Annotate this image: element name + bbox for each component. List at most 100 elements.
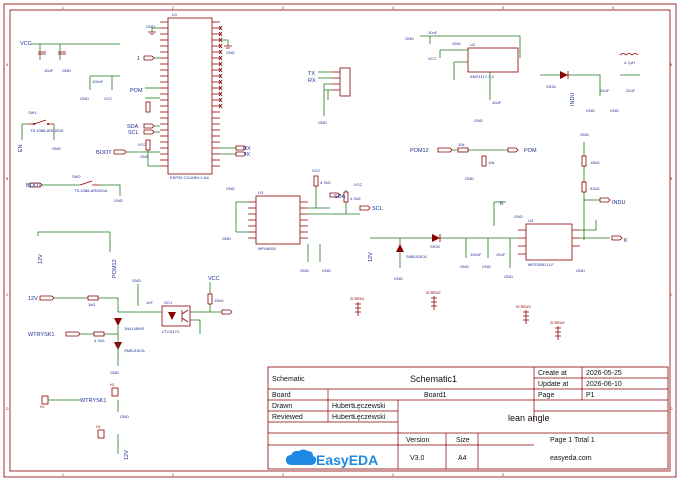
capacitor [58,51,66,55]
sw1-part: TS-1088-AR02016 [30,128,64,133]
net-flag [39,295,55,301]
wire [21,123,55,140]
net-vcc: VCC [138,142,147,147]
wire [370,237,518,268]
wire [235,201,248,233]
col-marker: 5 [502,473,504,477]
mpu6050[interactable]: U3 MPU6050 [248,190,308,251]
screw-4[interactable]: SCREW4 [550,321,565,340]
row-marker: B [6,177,9,181]
title-block-lines [268,367,668,469]
net-k: K [500,201,504,207]
diode-zener-d6[interactable]: SMBJ15CA [114,342,145,353]
net-gnd: GND [114,198,123,203]
col-marker: 1 [62,473,64,477]
net-flag [143,123,155,129]
c5-value: 100nF [470,252,482,257]
wire [54,284,162,313]
net-gnd: GND [474,118,483,123]
update-label: Update at [538,381,568,388]
net-12v: 12V [38,254,44,264]
wire [307,244,321,262]
net-flag [611,235,623,241]
ams1117[interactable]: U2 AMS1117-3.3 [467,42,519,79]
c4-value: 10uF [492,100,502,105]
screw-ref: SCREW4 [550,321,565,325]
net-gnd: GND [576,268,585,273]
net-gnd: GND [482,264,491,269]
diode-zener-d4[interactable]: SMBJ15CA [396,244,427,259]
screw-ref: SCREW2 [426,291,441,295]
net-flag [599,197,611,203]
net-flag [359,205,371,211]
switch-sw2[interactable]: SW2 TS-1088-AR02016 [72,174,108,193]
switch-sw1[interactable]: SW1 TS-1088-AR02016 [28,110,64,133]
r8-value: 1kΩ [88,302,95,307]
col-marker: 4 [392,6,394,10]
screw-3[interactable]: SCREW3 [516,305,531,324]
screw-symbol [431,296,437,310]
update-date: 2026-06-10 [586,381,622,388]
wire [154,125,160,133]
net-gnd: GND [580,132,589,137]
net-vcc: VCC [20,41,32,47]
wire [220,39,229,46]
net-gnd: GND [465,176,474,181]
row-marker: C [670,293,673,297]
net-scl: SCL [128,130,139,136]
optocoupler[interactable]: OC1 LTV-817C [161,300,191,334]
c7-value: 22uF [600,88,610,93]
net-gnd: GND [318,120,327,125]
net-gnd: GND [586,108,595,113]
reviewed-value: HubertŁęczewski [332,414,386,421]
reviewed-label: Reviewed [272,414,303,421]
net-pom12: POM12 [410,148,429,154]
header-body [339,67,351,97]
wire [48,399,119,454]
r10-value: 51kΩ [590,186,599,191]
c6-value: 10uF [496,252,506,257]
opto-led [168,312,176,320]
buck-converter[interactable]: U4 MP2359DJ-LF [518,218,580,267]
opto-ref: OC1 [164,300,173,305]
net-gnd: GND [405,36,414,41]
wire [37,231,111,252]
diode-1n4148[interactable]: 1N4148WS [114,318,145,331]
r11-value: 10kΩ [590,160,599,165]
net-flag [437,147,453,153]
version-value: V3.0 [410,455,425,462]
esp32-module[interactable]: U1 ESP32-C3-MINI-1-N4 [160,12,223,180]
screw-symbol [523,310,529,324]
net-vcc: VCC [428,56,437,61]
row-marker: C [6,293,9,297]
diode-ss34[interactable]: SS34 [546,71,569,89]
screw-2[interactable]: SCREW2 [426,291,441,310]
website[interactable]: easyeda.com [550,455,592,462]
resistor [581,181,587,193]
wire [318,71,332,116]
net-gnd: GND [504,274,513,279]
sw2-part: TS-1088-AR02016 [74,188,108,193]
uart-header[interactable] [332,67,351,97]
logo-text: EasyEDA [316,452,378,468]
header-pins [332,71,340,91]
title-block-border [267,366,669,470]
board-label: Board [272,392,291,399]
diode-ss34b[interactable]: SS34 [430,234,441,249]
net-flag [329,192,341,198]
net-flag [143,129,155,135]
resistor [145,101,151,113]
header-ref: H3 [96,425,100,429]
inductor-l1[interactable]: 4.7µH [619,53,639,66]
c2-value: 100nF [92,79,104,84]
screw-1[interactable]: SCREW1 [350,297,365,316]
net-gnd: GND [460,264,469,269]
buck-part: MP2359DJ-LF [528,262,554,267]
esp32-body [167,17,213,175]
ams-part: AMS1117-3.3 [470,74,495,79]
buck-pins [518,229,580,255]
inner-frame [9,9,671,472]
col-marker: 3 [282,6,284,10]
wire [151,27,160,32]
r5-value: 4.7kΩ [320,180,331,185]
